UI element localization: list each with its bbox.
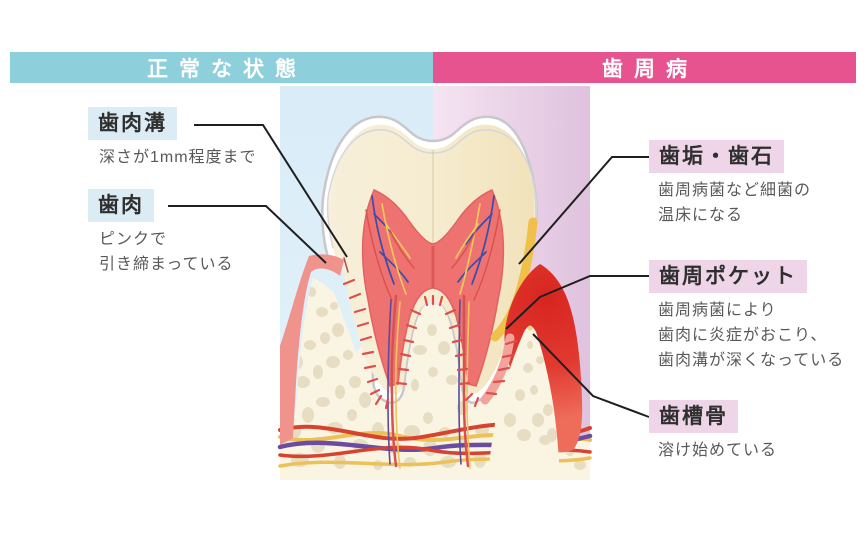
connector-pocket	[505, 275, 649, 330]
desc-gum: ピンクで 引き締まっている	[99, 231, 234, 273]
pulp-nerves	[365, 195, 501, 301]
label-plaque-tartar: 歯垢・歯石	[649, 140, 784, 174]
desc-alveolar-bone: 溶け始めている	[658, 442, 778, 459]
periodontal-ligament	[342, 278, 480, 410]
header-disease-label: 歯周病	[602, 57, 698, 81]
desc-plaque-tartar: 歯周病菌など細菌の 温床になる	[658, 182, 812, 224]
desc-periodontal-pocket: 歯周病菌により 歯肉に炎症がおこり、 歯肉溝が深くなっている	[658, 302, 845, 369]
label-gum-text: 歯肉	[98, 194, 144, 217]
label-alveolar-bone: 歯槽骨	[649, 400, 738, 434]
header-normal-label: 正常な状態	[147, 57, 307, 81]
label-plaque-tartar-text: 歯垢・歯石	[659, 145, 774, 168]
label-alveolar-bone-text: 歯槽骨	[659, 405, 728, 428]
connector-alveolar-bone	[532, 333, 650, 418]
connector-plaque	[518, 156, 649, 265]
connector-gingival-sulcus	[194, 124, 348, 258]
header-normal-state: 正常な状態	[10, 52, 433, 83]
label-periodontal-pocket: 歯周ポケット	[649, 260, 807, 294]
label-gum: 歯肉	[88, 189, 154, 223]
connector-gum	[168, 205, 327, 264]
label-periodontal-pocket-text: 歯周ポケット	[659, 265, 797, 288]
label-gingival-sulcus-text: 歯肉溝	[98, 112, 167, 135]
gingival-sulcus	[343, 257, 349, 273]
healthy-gum	[280, 254, 349, 445]
tooth	[321, 115, 538, 469]
header-periodontal-disease: 歯周病	[433, 52, 856, 83]
pocket-ligament-hatches	[485, 339, 518, 396]
label-gingival-sulcus: 歯肉溝	[88, 107, 177, 141]
resorbed-bone	[488, 325, 560, 480]
bone-notch	[527, 325, 533, 331]
desc-gingival-sulcus: 深さが1mm程度まで	[99, 149, 257, 166]
connector-lines	[168, 124, 650, 418]
